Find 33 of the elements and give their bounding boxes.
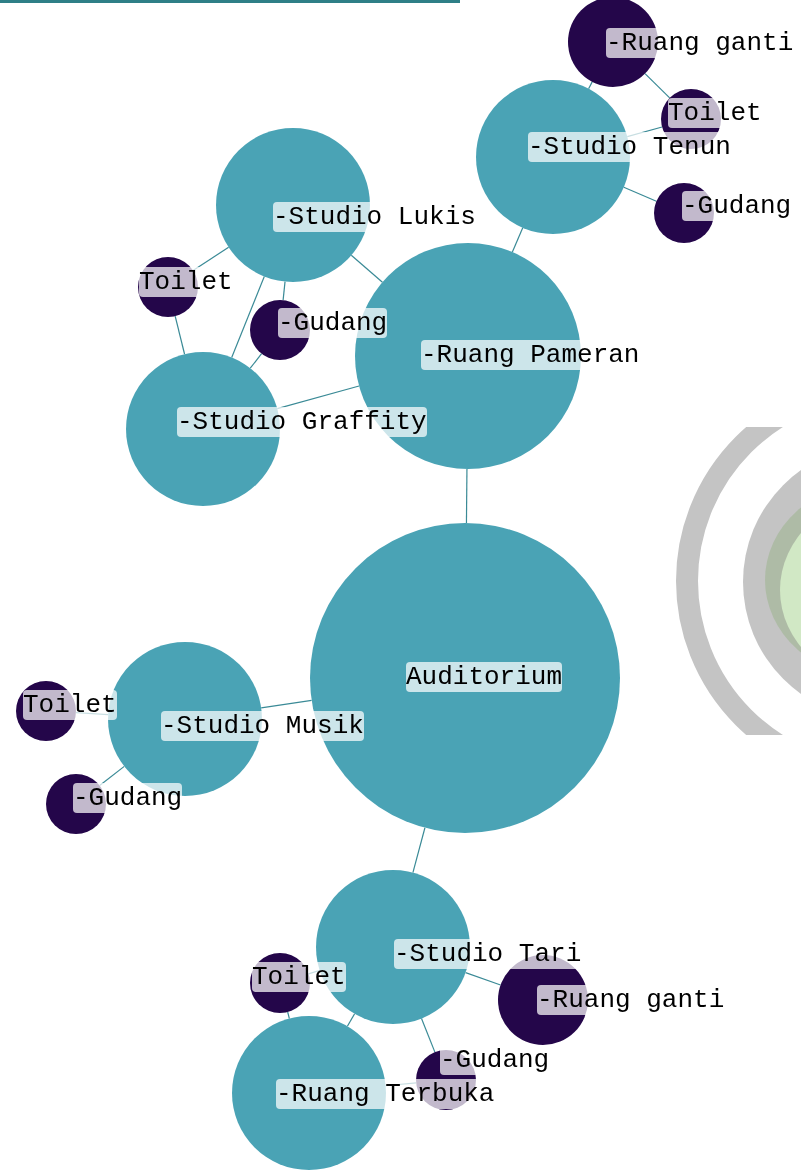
connector-line [282, 281, 286, 301]
room-label: -Ruang ganti [537, 985, 725, 1015]
room-label: -Ruang Pameran [421, 340, 640, 370]
connector-line [644, 73, 671, 99]
connector-line [623, 186, 657, 202]
connector-line [420, 1017, 436, 1053]
room-label: -Studio Musik [161, 711, 364, 741]
room-label: Toilet [252, 962, 346, 992]
connector-line [511, 227, 524, 253]
connector-line [231, 275, 265, 359]
connector-line [260, 699, 313, 709]
room-label: Auditorium [406, 662, 563, 692]
room-label: -Gudang [73, 783, 183, 813]
room-label: -Studio Graffity [177, 407, 427, 437]
room-label: -Studio Lukis [273, 202, 476, 232]
connector-line [174, 315, 186, 355]
room-label: Toilet [139, 267, 233, 297]
room-label: -Ruang ganti [606, 28, 794, 58]
room-label: -Gudang [440, 1045, 550, 1075]
connector-line [287, 1011, 290, 1020]
room-label: -Ruang Terbuka [276, 1079, 495, 1109]
room-label: -Gudang [278, 308, 388, 338]
connector-line [465, 972, 502, 986]
room-label: Toilet [668, 98, 762, 128]
connector-line [346, 1013, 356, 1027]
room-label: -Studio Tenun [528, 132, 731, 162]
room-label: -Studio Tari [394, 939, 582, 969]
connector-line [249, 353, 263, 369]
room-label: -Gudang [682, 191, 792, 221]
connector-line [465, 468, 468, 524]
connector-line [412, 827, 426, 874]
connector-line [350, 254, 384, 283]
room-label: Toilet [23, 690, 117, 720]
